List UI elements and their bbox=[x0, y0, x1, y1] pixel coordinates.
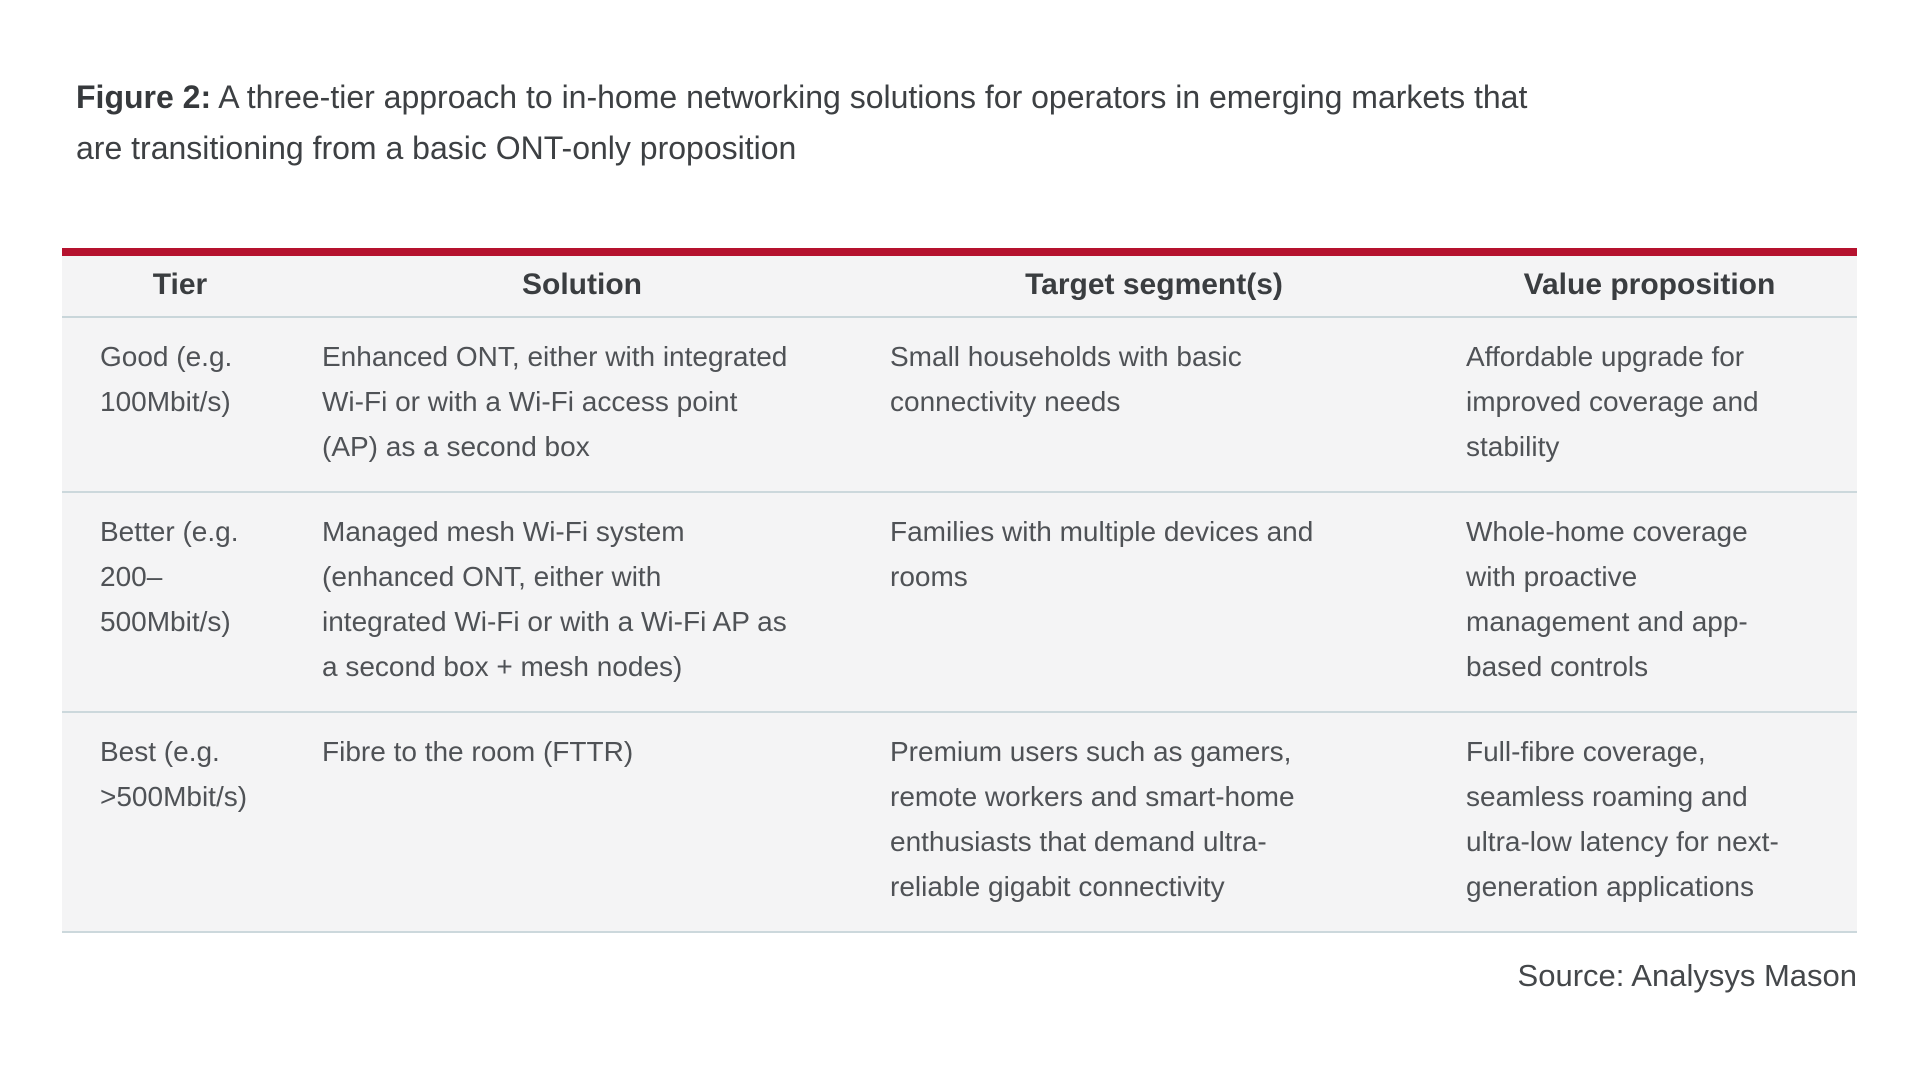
cell-target-segments: Premium users such as gamers, remote wor… bbox=[890, 736, 1295, 902]
cell-tier: Better (e.g. 200– 500Mbit/s) bbox=[100, 516, 239, 637]
table-row-better: Better (e.g. 200– 500Mbit/s) Managed mes… bbox=[62, 493, 1857, 713]
tier-table: Tier Solution Target segment(s) Value pr… bbox=[62, 248, 1857, 933]
table-accent-bar bbox=[62, 248, 1857, 256]
header-cell-target-segments: Target segment(s) bbox=[1025, 268, 1283, 301]
cell-solution: Enhanced ONT, either with integrated Wi-… bbox=[322, 341, 788, 462]
figure-label: Figure 2: bbox=[76, 79, 212, 115]
cell-value-proposition: Whole-home coverage with proactive manag… bbox=[1466, 516, 1748, 682]
cell-value-proposition: Affordable upgrade for improved coverage… bbox=[1466, 341, 1759, 462]
header-cell-value-proposition: Value proposition bbox=[1523, 268, 1776, 301]
cell-target-segments: Small households with basic connectivity… bbox=[890, 341, 1242, 417]
cell-tier: Good (e.g. 100Mbit/s) bbox=[100, 341, 233, 417]
cell-target-segments: Families with multiple devices and rooms bbox=[890, 516, 1314, 592]
table-row-best: Best (e.g. >500Mbit/s) Fibre to the room… bbox=[62, 713, 1857, 933]
source-attribution: Source: Analysys Mason bbox=[1517, 958, 1857, 993]
header-cell-tier: Tier bbox=[152, 268, 208, 301]
cell-solution: Fibre to the room (FTTR) bbox=[322, 736, 634, 767]
figure-caption: Figure 2: A three-tier approach to in-ho… bbox=[76, 72, 1866, 174]
figure-title-text: A three-tier approach to in-home network… bbox=[76, 79, 1528, 166]
cell-value-proposition: Full-fibre coverage, seamless roaming an… bbox=[1466, 736, 1779, 902]
header-cell-solution: Solution bbox=[522, 268, 642, 301]
table-header-row: Tier Solution Target segment(s) Value pr… bbox=[62, 256, 1857, 318]
cell-solution: Managed mesh Wi-Fi system (enhanced ONT,… bbox=[322, 516, 787, 682]
cell-tier: Best (e.g. >500Mbit/s) bbox=[100, 736, 248, 812]
table-row-good: Good (e.g. 100Mbit/s) Enhanced ONT, eith… bbox=[62, 318, 1857, 493]
